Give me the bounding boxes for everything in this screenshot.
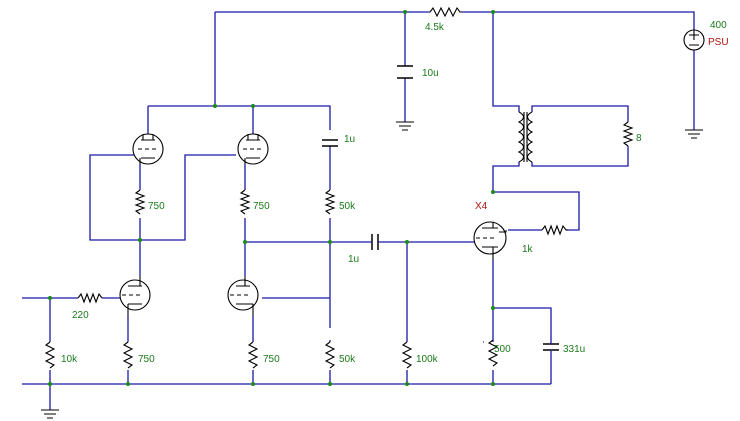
label-r-right-bot: 50k (339, 354, 356, 365)
capacitor-331u (543, 338, 559, 356)
label-r-grid-stop: 1k (522, 244, 534, 255)
label-r-input-shunt: 10k (61, 354, 78, 365)
resistor-750-mid-bot (247, 341, 259, 369)
label-r-input-series: 220 (72, 310, 89, 321)
wires (22, 11, 695, 410)
resistor-50k-bot (324, 341, 336, 369)
resistor-500 (483, 339, 499, 367)
junction-dots (48, 10, 495, 386)
label-r-mid-mid: 750 (253, 201, 270, 212)
resistor-220 (77, 292, 103, 304)
resistor-1k (541, 224, 568, 236)
output-transformer (517, 111, 534, 163)
tube-v3-bot-left (119, 276, 151, 316)
label-c-cathode: 331u (563, 344, 585, 355)
label-r-speaker: 8 (636, 133, 642, 144)
label-c-coupling-top: 1u (344, 134, 355, 145)
capacitor-1u-mid (362, 234, 388, 250)
label-psu-voltage: 400 (710, 20, 727, 31)
resistor-8-speaker (622, 121, 634, 147)
tube-x4-output (473, 221, 507, 260)
tube-v2-top-mid (237, 133, 269, 165)
label-r-cathode: 500 (494, 344, 511, 355)
label-tube-x4: X4 (475, 201, 488, 212)
resistor-4k5 (429, 6, 462, 18)
resistor-750-mid-mid (239, 189, 251, 215)
label-r-grid-leak: 100k (416, 354, 439, 365)
tube-v4-bot-mid (227, 276, 259, 316)
capacitor-10u (397, 65, 413, 79)
ground-symbol-main (41, 409, 59, 419)
label-r-left-bot: 750 (138, 354, 155, 365)
resistor-50k-mid (324, 189, 336, 215)
psu-source (683, 29, 705, 51)
resistor-750-left-mid (134, 189, 146, 215)
label-c-coupling-mid: 1u (348, 254, 359, 265)
label-psu-name: PSU (708, 37, 729, 48)
label-r-top: 4.5k (425, 22, 445, 33)
capacitor-1u-top (322, 139, 338, 147)
label-r-mid-bot: 750 (263, 354, 280, 365)
resistor-100k (401, 341, 413, 369)
label-c-top: 10u (422, 68, 439, 79)
labels: 4.5k 10u 400 PSU 1u 750 750 50k 8 X4 1u … (61, 20, 729, 365)
resistor-750-left-bot (122, 341, 134, 369)
ground-symbol-psu (685, 129, 703, 139)
resistor-10k (44, 341, 56, 369)
label-r-left-mid: 750 (148, 201, 165, 212)
tube-v1-top-left (132, 133, 164, 165)
label-r-right-mid: 50k (339, 201, 356, 212)
ground-symbol-cap (396, 121, 414, 131)
